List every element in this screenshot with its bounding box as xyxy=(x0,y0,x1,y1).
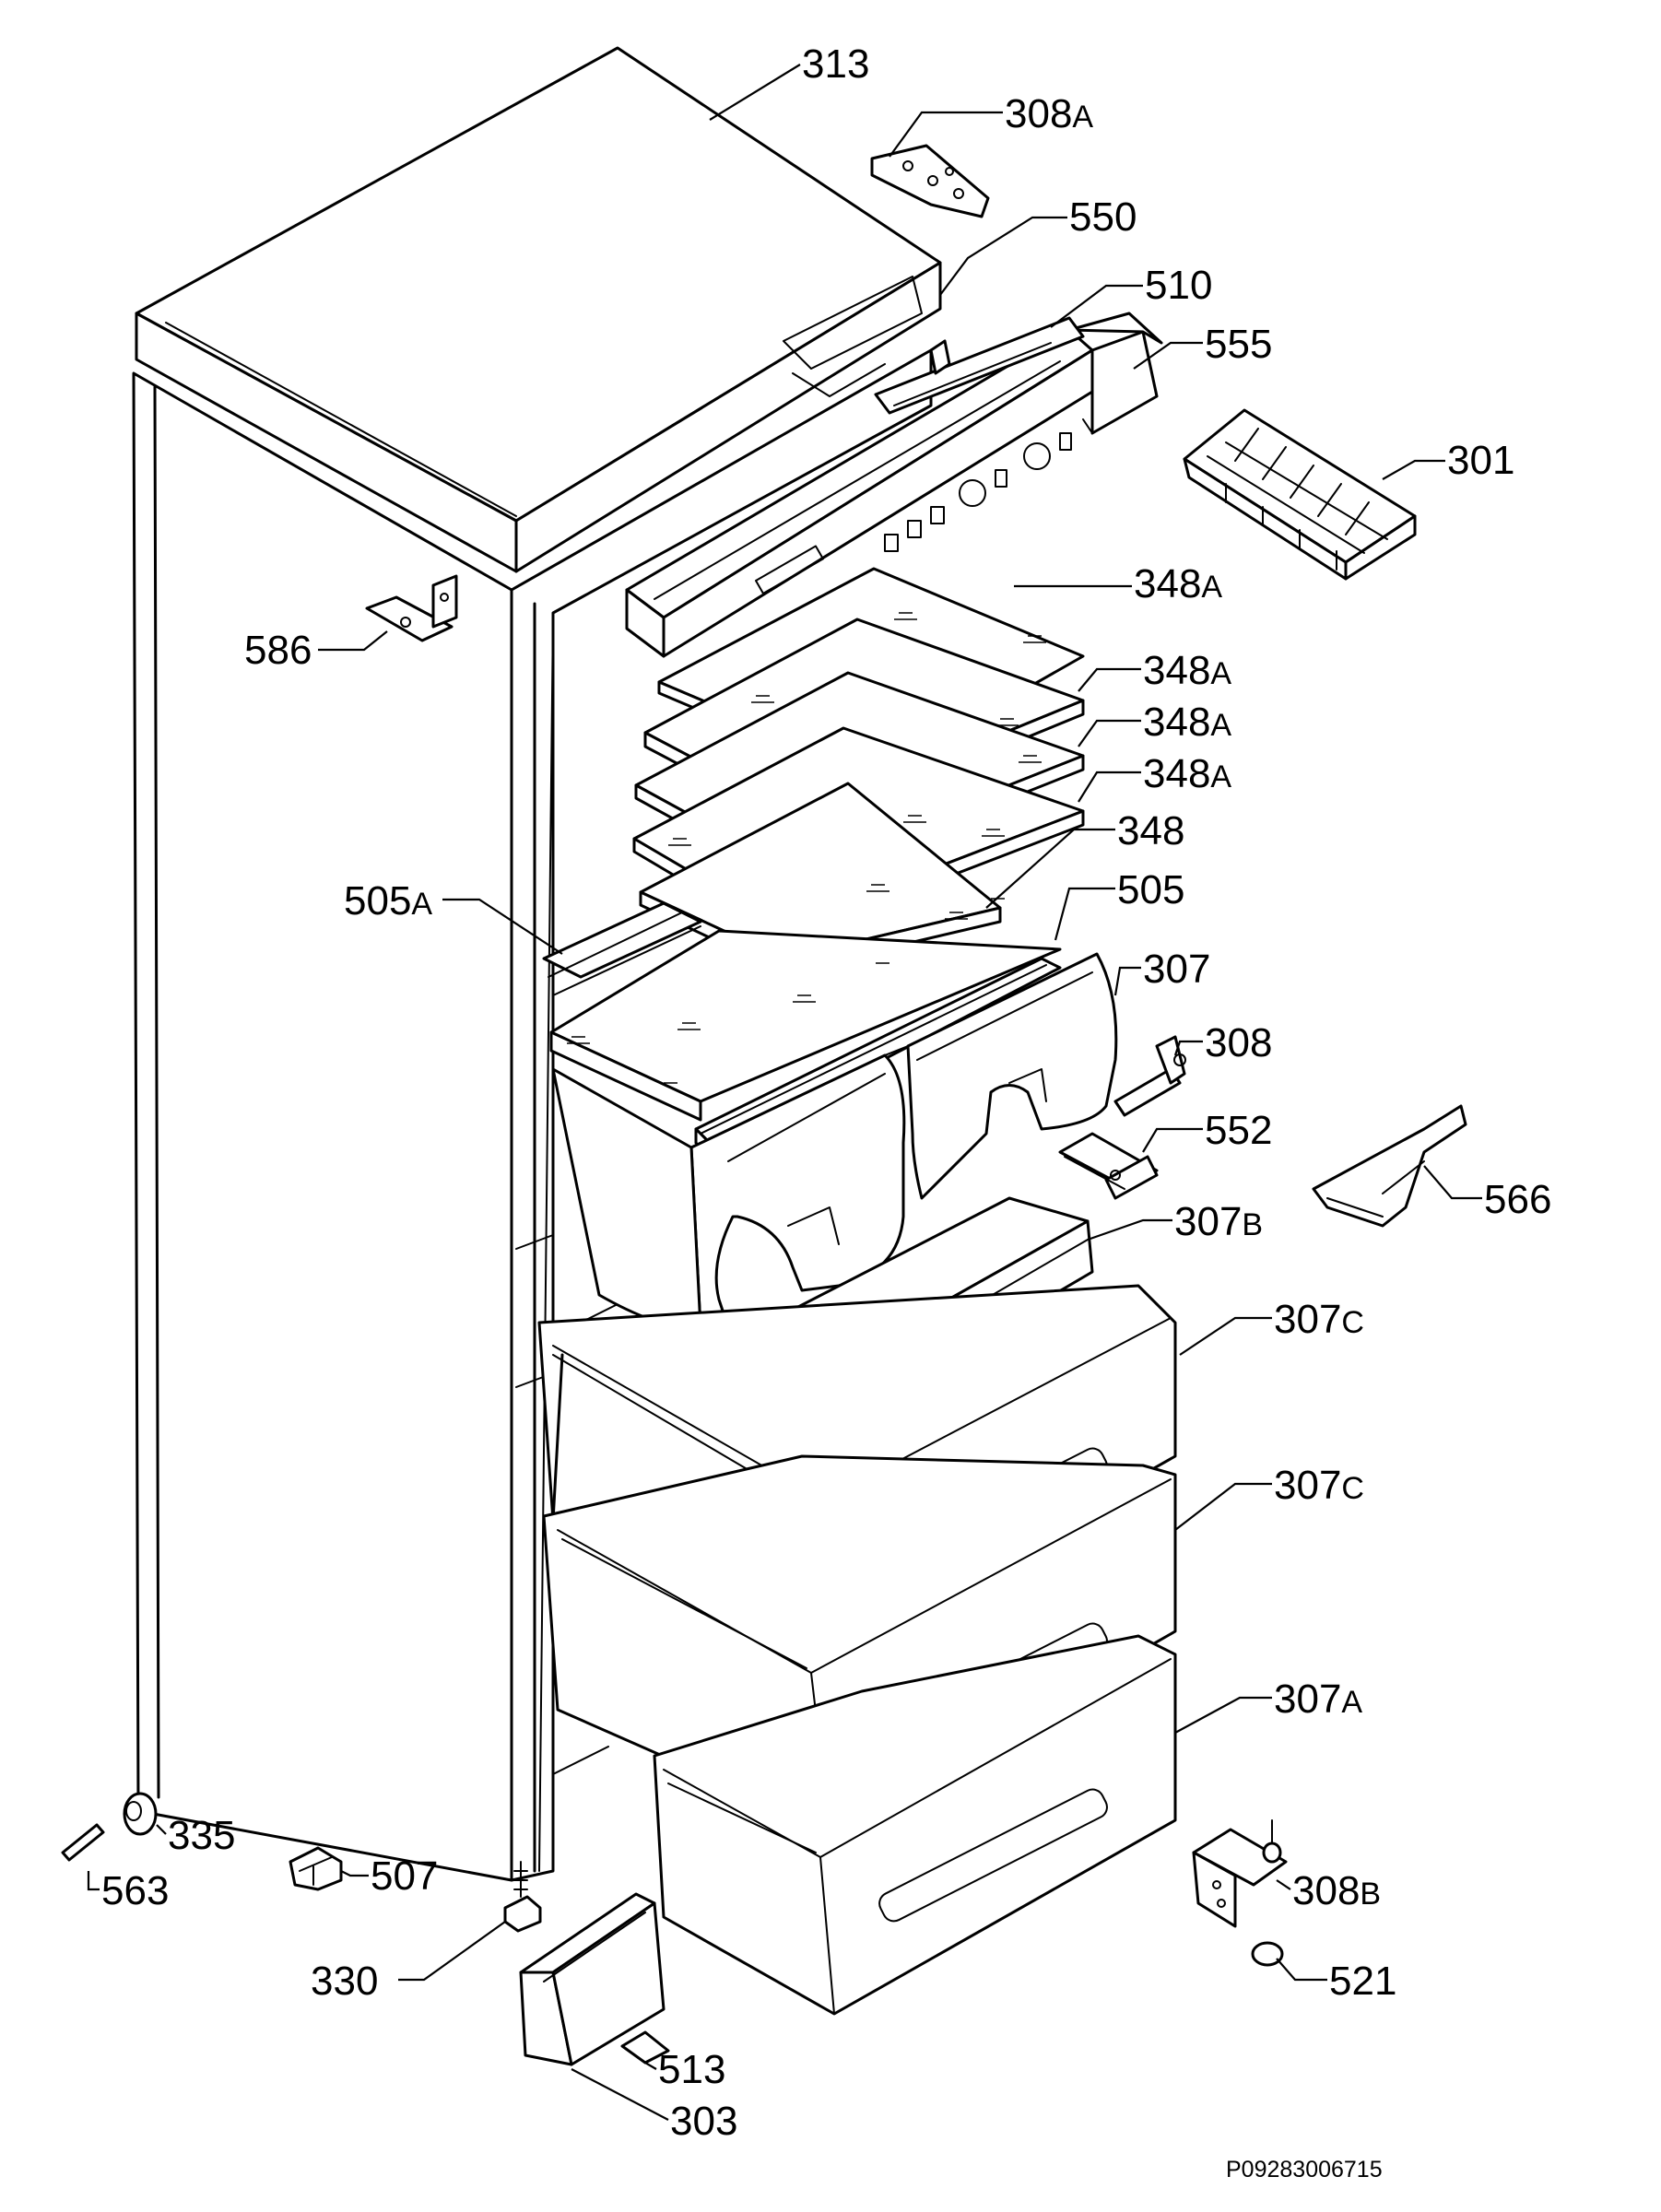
callout-335: 335 xyxy=(168,1813,235,1858)
callout-348a-top: 348A xyxy=(1134,561,1222,606)
hinge-308 xyxy=(1113,1035,1186,1117)
callout-330: 330 xyxy=(311,1959,378,2004)
freezer-drawer-307c-2 xyxy=(542,1454,1177,1831)
cabinet-top-cover xyxy=(135,46,942,573)
pin-563 xyxy=(61,1823,105,1862)
crisper-drawer-307 xyxy=(551,952,1118,1330)
callout-552: 552 xyxy=(1205,1108,1272,1153)
crisper-cover-glass-505 xyxy=(549,929,1062,1122)
callout-348a-2: 348A xyxy=(1143,700,1231,745)
callout-307a: 307A xyxy=(1274,1677,1362,1722)
callout-303: 303 xyxy=(670,2099,737,2144)
freezer-drawer-307a xyxy=(653,1634,1177,2016)
foot-335 xyxy=(123,1792,158,1836)
callout-313: 313 xyxy=(802,41,869,87)
callout-307c-2: 307C xyxy=(1274,1463,1364,1508)
light-cover-550 xyxy=(874,316,1085,415)
callout-307c-1: 307C xyxy=(1274,1297,1364,1342)
callout-348a-1: 348A xyxy=(1143,648,1231,693)
callout-308a-top: 308A xyxy=(1005,91,1093,136)
callout-586: 586 xyxy=(244,628,312,673)
callout-550: 550 xyxy=(1069,194,1137,240)
callout-505: 505 xyxy=(1117,867,1184,912)
callout-307b: 307B xyxy=(1174,1199,1263,1244)
shelf-rail-505a xyxy=(542,901,702,996)
callout-308: 308 xyxy=(1205,1020,1272,1065)
callout-348: 348 xyxy=(1117,808,1184,853)
bracket-586 xyxy=(365,574,458,642)
callout-510: 510 xyxy=(1145,263,1212,308)
callout-505a: 505A xyxy=(344,878,432,924)
diagram-code: P09283006715 xyxy=(1226,2157,1383,2183)
cap-521 xyxy=(1251,1941,1284,1967)
callout-507: 507 xyxy=(371,1853,438,1899)
top-hinge-308a xyxy=(870,144,990,218)
part-513 xyxy=(620,2030,670,2065)
kickplate-303 xyxy=(519,1892,666,2066)
callout-521: 521 xyxy=(1329,1959,1396,2004)
ice-cube-tray-301 xyxy=(1183,408,1417,581)
callout-555: 555 xyxy=(1205,322,1272,367)
callout-563: 563 xyxy=(101,1868,169,1913)
callout-566: 566 xyxy=(1484,1177,1551,1222)
control-panel-housing xyxy=(625,312,1163,658)
hinge-308b xyxy=(1192,1819,1288,1928)
bracket-552 xyxy=(1058,1132,1159,1200)
callout-labels: 313 308A 550 510 555 301 348A 586 348A 3… xyxy=(101,41,1551,2144)
leader-lines xyxy=(87,64,1482,2121)
part-566 xyxy=(1312,1104,1467,1228)
callout-348a-3: 348A xyxy=(1143,751,1231,796)
callout-301: 301 xyxy=(1447,438,1514,483)
callout-308b: 308B xyxy=(1292,1868,1381,1913)
callout-307: 307 xyxy=(1143,947,1210,992)
callout-513: 513 xyxy=(658,2047,725,2092)
cabinet-body xyxy=(132,348,933,1882)
bracket-507 xyxy=(289,1846,343,1891)
